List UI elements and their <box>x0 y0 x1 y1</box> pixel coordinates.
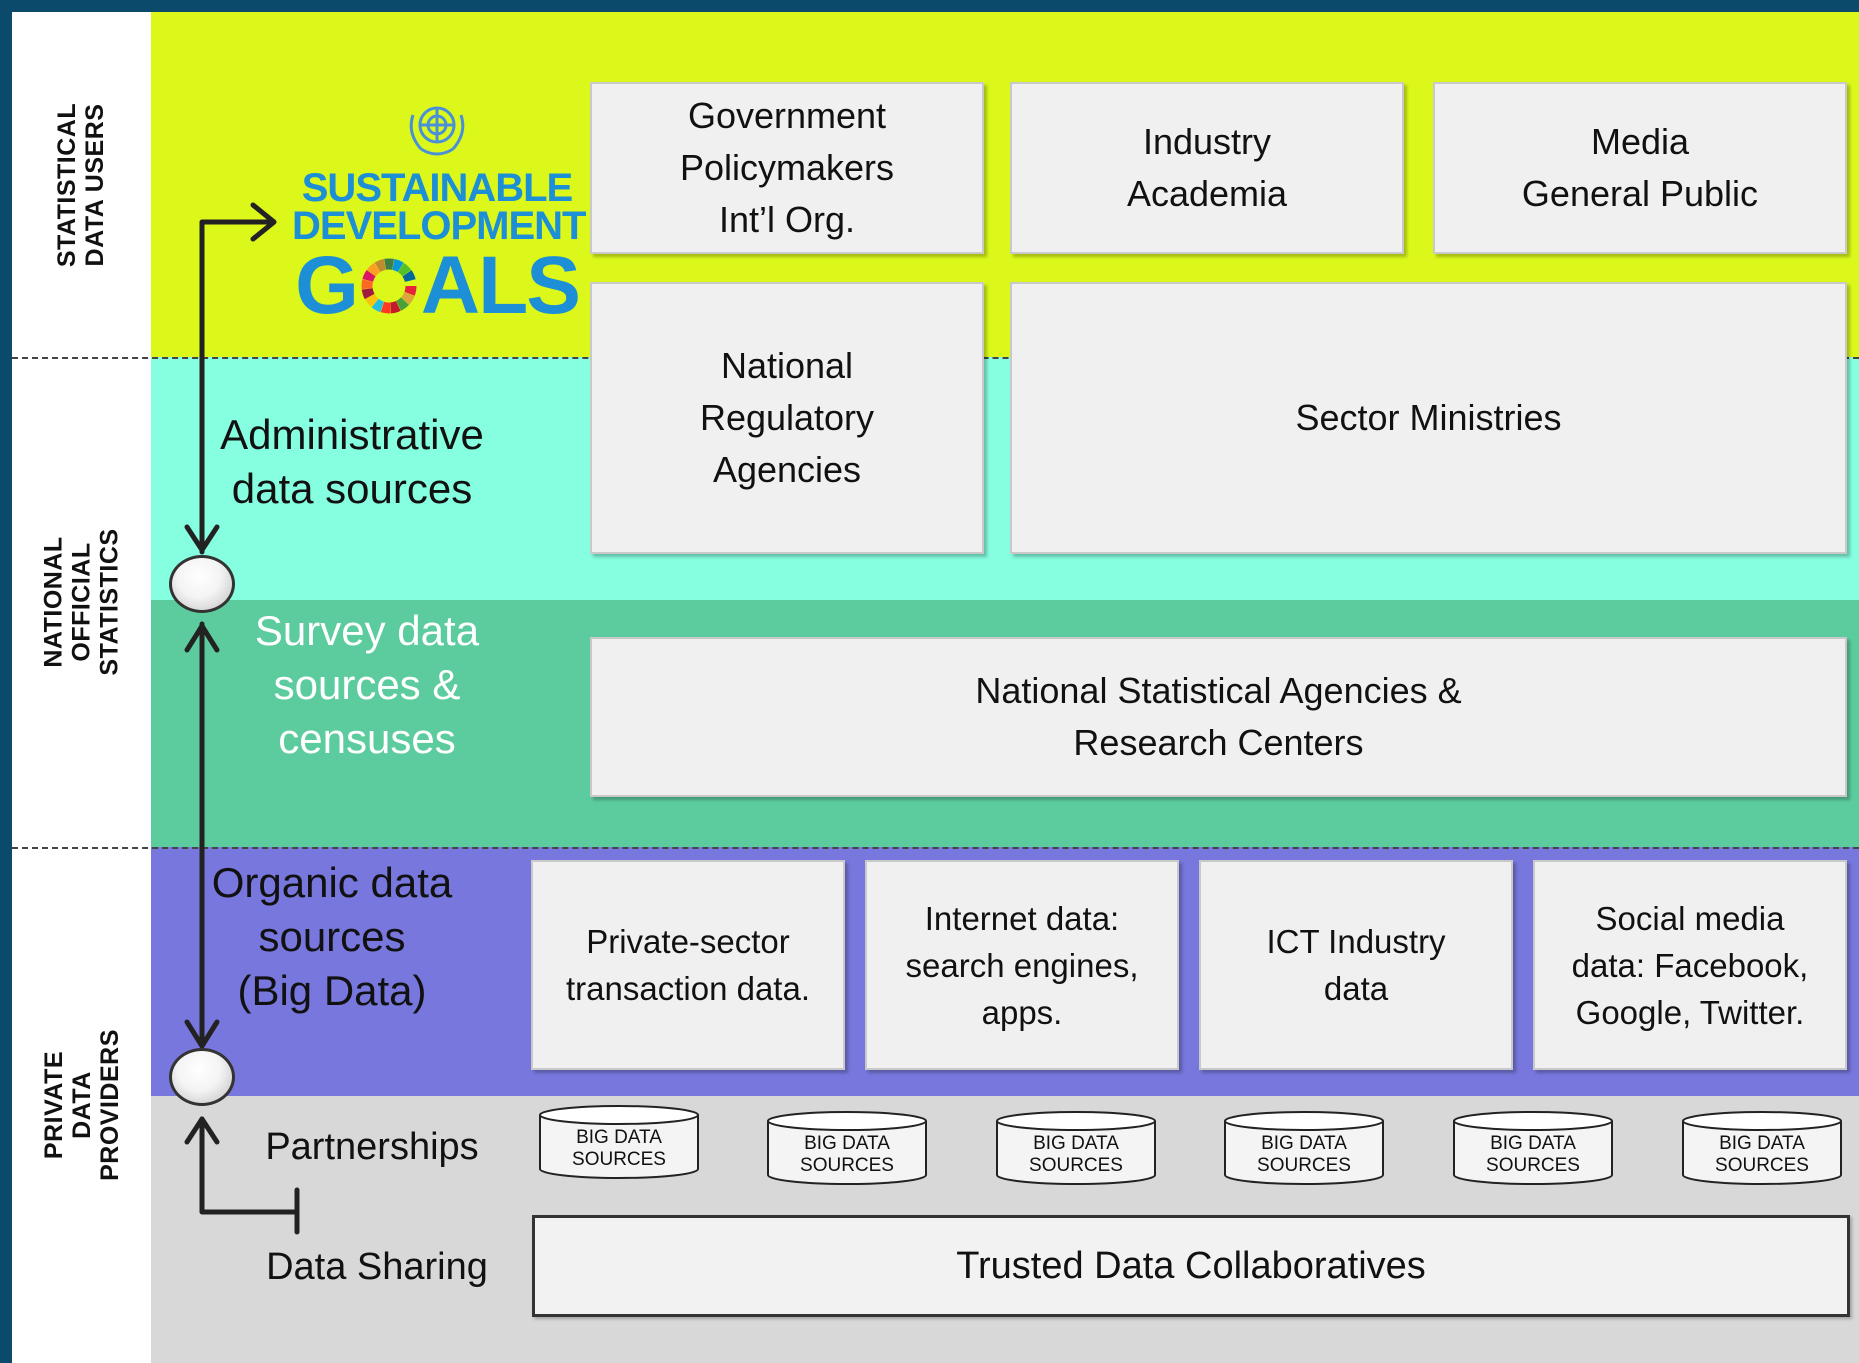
big-data-source-label: BIG DATA SOURCES <box>1257 1133 1351 1176</box>
database-icon <box>1682 1111 1842 1185</box>
box-sector-ministries: Sector Ministries <box>1010 282 1847 554</box>
section-label-private: PRIVATE DATA PROVIDERS <box>39 1029 124 1181</box>
label-organic: Organic data sources (Big Data) <box>211 859 453 1014</box>
big-data-source-label: BIG DATA SOURCES <box>1486 1133 1580 1176</box>
sdg-logo-line2: DEVELOPMENT <box>292 204 586 248</box>
box-social-media: Social media data: Facebook, Google, Twi… <box>1533 860 1847 1070</box>
diagram-frame: STATISTICAL DATA USERS NATIONAL OFFICIAL… <box>12 12 1859 1363</box>
database-icon <box>539 1105 699 1179</box>
box-private-sector: Private-sector transaction data. <box>531 860 845 1070</box>
junction-node-official <box>169 555 235 613</box>
sdg-logo-als: ALS <box>420 240 581 331</box>
big-data-source-cylinder-1: BIG DATA SOURCES <box>538 1105 700 1181</box>
junction-node-private <box>169 1048 235 1106</box>
label-administrative: Administrative data sources <box>220 411 484 512</box>
big-data-source-cylinder-2: BIG DATA SOURCES <box>766 1111 928 1187</box>
sdg-wheel-icon <box>361 258 417 314</box>
un-emblem-icon <box>409 106 465 156</box>
box-national-regulatory: National Regulatory Agencies <box>590 282 984 554</box>
label-survey: Survey data sources & censuses <box>254 607 480 762</box>
database-icon <box>1224 1111 1384 1185</box>
label-partnerships: Partnerships <box>265 1126 479 1168</box>
database-icon <box>996 1111 1156 1185</box>
sdg-logo-line1: SUSTAINABLE <box>301 166 573 210</box>
big-data-source-cylinder-5: BIG DATA SOURCES <box>1452 1111 1614 1187</box>
section-label-users: STATISTICAL DATA USERS <box>53 102 110 267</box>
database-icon <box>1453 1111 1613 1185</box>
big-data-source-label: BIG DATA SOURCES <box>800 1133 894 1176</box>
section-divider-official <box>12 847 1859 849</box>
box-trusted-data-collaboratives: Trusted Data Collaboratives <box>532 1215 1850 1317</box>
box-industry-academia: Industry Academia <box>1010 82 1404 254</box>
big-data-source-cylinder-4: BIG DATA SOURCES <box>1223 1111 1385 1187</box>
big-data-source-label: BIG DATA SOURCES <box>1029 1133 1123 1176</box>
sdg-logo-g: G <box>295 240 359 331</box>
sdg-logo: SUSTAINABLE DEVELOPMENT G <box>292 97 586 327</box>
box-national-statistical: National Statistical Agencies & Research… <box>590 637 1847 797</box>
box-government-policymakers: Government Policymakers Int’l Org. <box>590 82 984 254</box>
big-data-source-cylinder-6: BIG DATA SOURCES <box>1681 1111 1843 1187</box>
box-internet-data: Internet data: search engines, apps. <box>865 860 1179 1070</box>
big-data-source-label: BIG DATA SOURCES <box>572 1127 666 1170</box>
big-data-source-cylinder-3: BIG DATA SOURCES <box>995 1111 1157 1187</box>
box-ict-industry: ICT Industry data <box>1199 860 1513 1070</box>
big-data-source-label: BIG DATA SOURCES <box>1715 1133 1809 1176</box>
database-icon <box>767 1111 927 1185</box>
sdg-logo-goals: G <box>292 245 582 327</box>
section-label-official: NATIONAL OFFICIAL STATISTICS <box>39 528 124 676</box>
box-media-public: Media General Public <box>1433 82 1847 254</box>
label-data-sharing: Data Sharing <box>266 1246 488 1288</box>
